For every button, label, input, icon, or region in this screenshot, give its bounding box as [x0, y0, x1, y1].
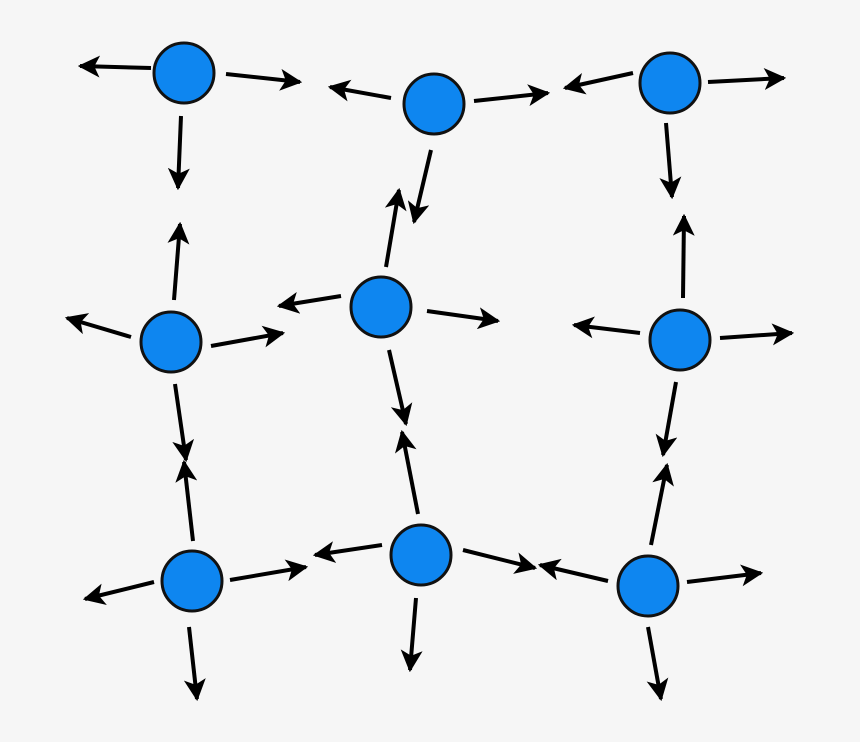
arrow-r3c3-right: [686, 564, 764, 587]
arrow-r2c1-left: [64, 313, 132, 339]
arrow-r2c1-down: [172, 383, 195, 463]
arrow-r2c3-up: [672, 213, 695, 299]
arrow-r1c1-down: [167, 115, 190, 191]
arrow-r3c1-left: [82, 580, 155, 605]
arrow-r2c3-right: [719, 323, 795, 346]
arrow-r2c2-up: [384, 187, 407, 268]
arrow-r2c2-left: [276, 291, 342, 314]
arrow-r3c2-down: [400, 597, 423, 673]
arrow-r2c3-left: [571, 316, 641, 339]
arrow-r1c3-down: [659, 122, 682, 200]
arrow-r3c3-left: [537, 558, 609, 583]
arrow-r2c3-down: [655, 381, 678, 458]
arrow-r3c1-up: [175, 459, 198, 542]
node-r3c3: [616, 554, 680, 618]
node-r1c3: [638, 51, 702, 115]
arrow-r3c2-right: [462, 548, 538, 574]
arrows-layer: [64, 55, 795, 702]
node-r2c3: [648, 308, 712, 372]
arrow-r2c1-up: [167, 221, 190, 301]
arrow-r3c3-down: [646, 626, 669, 702]
arrow-r2c1-right: [210, 325, 286, 348]
nodes-layer: [139, 41, 712, 618]
arrow-r2c2-down: [387, 349, 413, 427]
node-r1c2: [402, 72, 466, 136]
arrow-r1c1-right: [225, 68, 303, 91]
node-r3c2: [389, 523, 453, 587]
arrow-r1c3-right: [707, 68, 787, 91]
arrow-r3c2-up: [394, 429, 420, 515]
node-r3c1: [160, 549, 224, 613]
arrow-r1c2-right: [473, 84, 551, 107]
arrow-r3c1-right: [229, 559, 309, 582]
arrow-r1c2-down: [407, 149, 433, 225]
arrow-r1c1-left: [77, 55, 152, 78]
arrow-r3c2-left: [312, 541, 383, 563]
arrow-r1c3-left: [562, 71, 634, 95]
arrow-r3c3-up: [649, 462, 674, 546]
node-r1c1: [152, 41, 216, 105]
node-r2c1: [139, 310, 203, 374]
node-r2c2: [349, 275, 413, 339]
arrow-r3c1-down: [183, 626, 206, 702]
arrow-r2c2-right: [426, 307, 501, 330]
arrow-r1c2-left: [327, 79, 392, 102]
